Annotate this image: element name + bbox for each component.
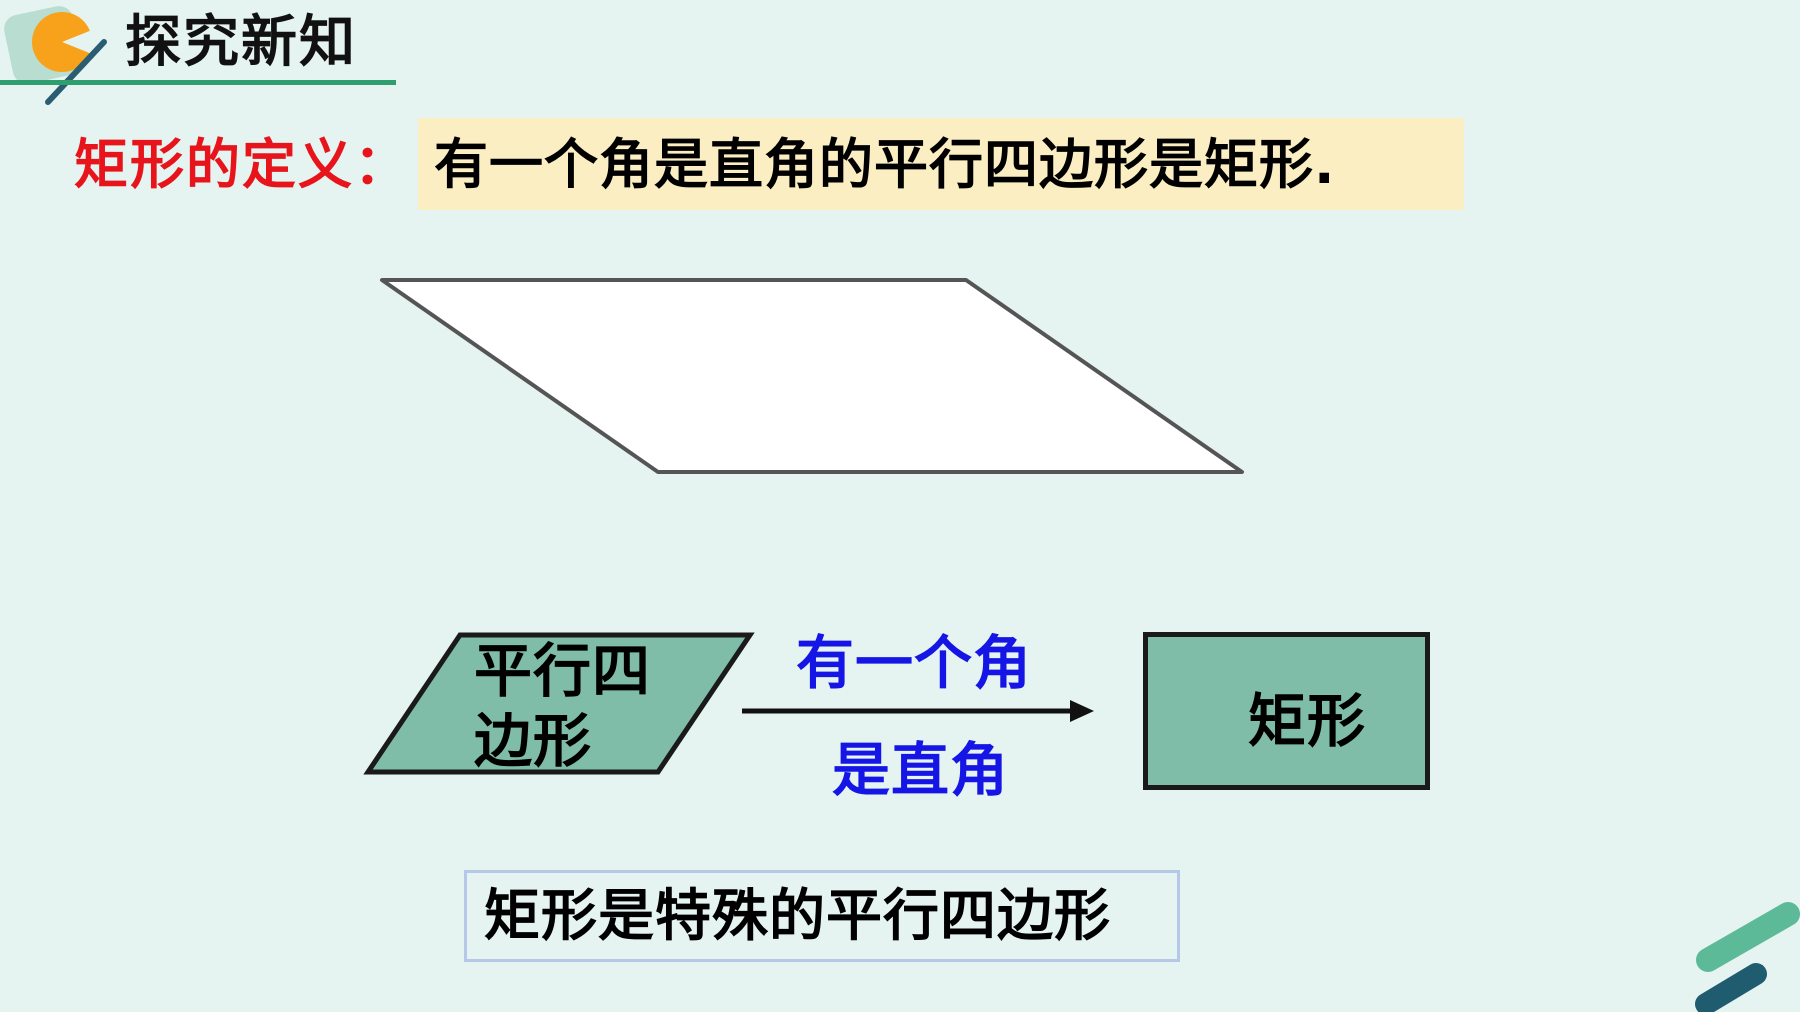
parallelogram-node-label: 平行四 边形 xyxy=(474,636,674,776)
page-title: 探究新知 xyxy=(125,10,357,75)
condition-top: 有一个角 xyxy=(796,629,1033,697)
condition-bottom: 是直角 xyxy=(832,736,1010,804)
definition-label: 矩形的定义： xyxy=(74,133,410,196)
parallelogram-label-line2: 边形 xyxy=(474,707,593,775)
definition-highlight xyxy=(418,118,1464,210)
rectangle-node xyxy=(1143,632,1430,790)
diagonal-stripes-icon xyxy=(1695,902,1800,1012)
conclusion-box xyxy=(464,870,1180,962)
arrow-right-icon xyxy=(742,700,1094,722)
parallelogram-label-line1: 平行四 xyxy=(474,637,652,705)
parallelogram-figure xyxy=(380,278,1244,474)
parallelogram-node xyxy=(363,632,755,775)
title-underline xyxy=(0,80,396,85)
conclusion-text: 矩形是特殊的平行四边形 xyxy=(484,884,1111,949)
definition-text: 有一个角是直角的平行四边形是矩形. xyxy=(434,133,1336,196)
rectangle-node-label: 矩形 xyxy=(1248,687,1367,755)
pie-chart-pencil-icon xyxy=(4,6,107,105)
